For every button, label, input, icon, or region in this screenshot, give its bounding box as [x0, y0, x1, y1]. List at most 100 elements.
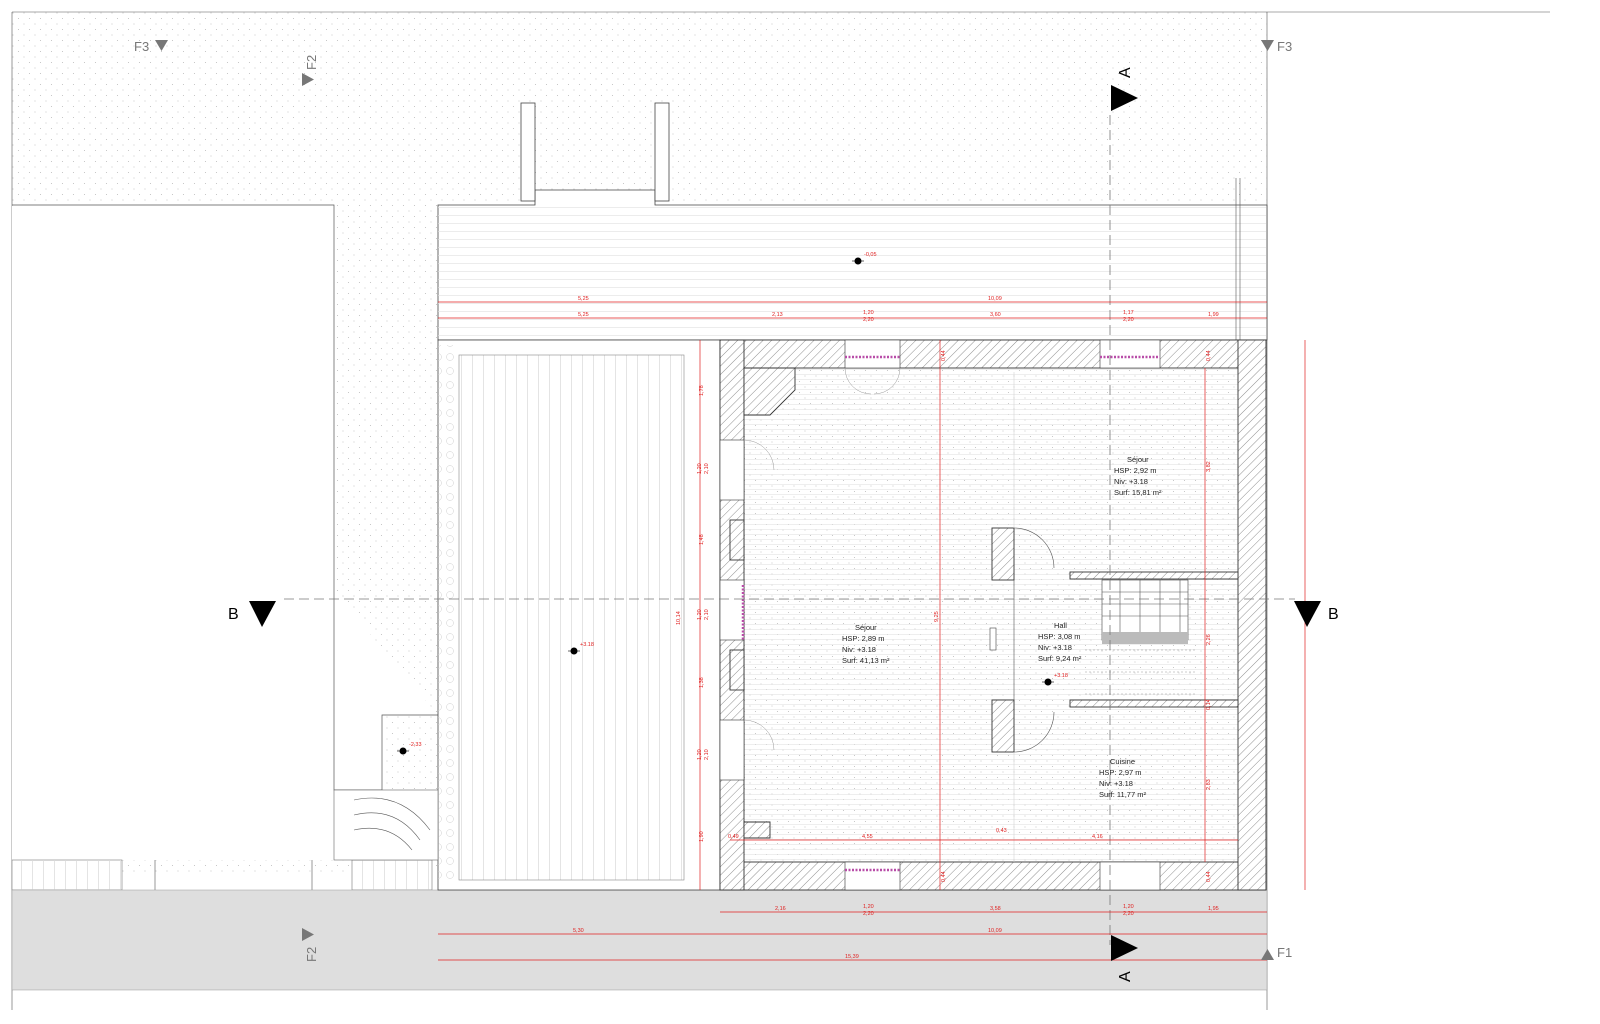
dim-bottom-r2: 5,30 — [573, 928, 584, 934]
section-arrow-icon — [1111, 85, 1138, 111]
room-name: Séjour — [1127, 455, 1149, 464]
triangle-up-icon — [1261, 949, 1274, 960]
room-hsp: HSP: 2,89 m — [842, 634, 885, 643]
room-surf: Surf: 41,13 m² — [842, 656, 890, 665]
dim-interior-bottom: 0,44 — [941, 871, 947, 882]
dim-interior-h: 0,43 — [996, 828, 1007, 834]
facade-marker-f2-bottom: F2 — [302, 928, 319, 962]
room-hsp: HSP: 2,92 m — [1114, 466, 1157, 475]
facade-marker-f2-top: F2 — [302, 55, 319, 86]
dim-left: 1,48 — [699, 534, 705, 545]
dim-left: 2,10 — [704, 463, 710, 474]
section-arrow-icon — [1111, 935, 1138, 961]
level-terrace-top: -0,05 — [864, 252, 877, 258]
room-cuisine: Cuisine HSP: 2,97 m Niv: +3.18 Surf: 11,… — [1099, 757, 1146, 799]
section-lines — [284, 115, 1295, 945]
dim-left: 1,78 — [699, 385, 705, 396]
dim-bottom-r1: 1,95 — [1208, 906, 1219, 912]
dim-top-r2: 2,13 — [772, 312, 783, 318]
section-marker-b-left: B — [228, 601, 276, 627]
triangle-down-icon — [1261, 40, 1274, 51]
dim-bottom-r2: 10,09 — [988, 928, 1002, 934]
dim-interior-h: 4,16 — [1092, 834, 1103, 840]
facade-marker-f3-left: F3 — [134, 39, 168, 54]
dim-left: 1,20 — [697, 749, 703, 760]
triangle-right-icon — [302, 73, 314, 86]
room-name: Cuisine — [1110, 757, 1135, 766]
triangle-down-icon — [155, 40, 168, 51]
dim-top-1: 5,25 — [578, 296, 589, 302]
facade-label: F3 — [1277, 39, 1292, 54]
facade-label: F1 — [1277, 945, 1292, 960]
dim-left: 1,38 — [699, 677, 705, 688]
dim-right: 2,83 — [1206, 779, 1212, 790]
room-surf: Surf: 9,24 m² — [1038, 654, 1082, 663]
dim-left: 1,90 — [699, 831, 705, 842]
room-hsp: HSP: 2,97 m — [1099, 768, 1142, 777]
section-label: B — [228, 606, 239, 623]
section-marker-a-bottom: A — [1111, 935, 1138, 982]
dim-bottom-total: 15,39 — [845, 954, 859, 960]
dim-top-r2: 2,20 — [1123, 317, 1134, 323]
room-niv: Niv: +3.18 — [1099, 779, 1133, 788]
dim-top-r2: 1,20 — [863, 310, 874, 316]
dim-left: 1,20 — [697, 463, 703, 474]
dim-right: 3,82 — [1206, 461, 1212, 472]
dimension-lines — [438, 301, 1306, 961]
level-markers: -0,05 +3.18 +3.18 -2,33 — [397, 252, 1068, 755]
dim-bottom-r1: 2,16 — [775, 906, 786, 912]
dim-top-2: 10,09 — [988, 296, 1002, 302]
section-label: A — [1117, 67, 1134, 78]
level-marker-icon — [852, 257, 864, 265]
section-marker-b-right: B — [1294, 601, 1339, 627]
room-sejour-main: Séjour HSP: 2,89 m Niv: +3.18 Surf: 41,1… — [842, 623, 890, 665]
facade-marker-f3-right: F3 — [1261, 39, 1292, 54]
level-marker-icon — [397, 747, 409, 755]
facade-label: F3 — [134, 39, 149, 54]
dim-bottom-r1: 1,20 — [863, 904, 874, 910]
dim-top-r2: 1,99 — [1208, 312, 1219, 318]
dim-bottom-r1: 2,20 — [1123, 911, 1134, 917]
level-hall: +3.18 — [1054, 673, 1068, 679]
dim-left: 2,10 — [704, 609, 710, 620]
dim-interior-h: 0,49 — [728, 834, 739, 840]
room-niv: Niv: +3.18 — [842, 645, 876, 654]
room-name: Séjour — [855, 623, 877, 632]
dim-bottom-r1: 3,58 — [990, 906, 1001, 912]
room-hall: Hall HSP: 3,08 m Niv: +3.18 Surf: 9,24 m… — [1038, 621, 1082, 663]
dim-top-r2: 5,25 — [578, 312, 589, 318]
dim-bottom-r1: 2,20 — [863, 911, 874, 917]
interior-walls — [989, 372, 1239, 862]
room-hsp: HSP: 3,08 m — [1038, 632, 1081, 641]
level-stair-bottom: -2,33 — [409, 742, 422, 748]
dim-bottom-r1: 1,20 — [1123, 904, 1134, 910]
facade-marker-f1: F1 — [1261, 945, 1292, 960]
dim-right: 0,44 — [1206, 871, 1212, 882]
dim-right: 2,26 — [1206, 634, 1212, 645]
dim-right: 0,44 — [1206, 350, 1212, 361]
street-strip — [11, 889, 1268, 991]
exterior-stair — [333, 789, 439, 861]
top-terrace — [437, 102, 1268, 341]
dim-interior-top: 0,44 — [941, 350, 947, 361]
door-swings — [743, 367, 1055, 753]
section-arrow-icon — [249, 601, 276, 627]
room-niv: Niv: +3.18 — [1114, 477, 1148, 486]
triangle-right-icon — [302, 928, 314, 941]
room-name: Hall — [1054, 621, 1067, 630]
dim-right: 0,14 — [1206, 699, 1212, 710]
dim-top-r2: 1,17 — [1123, 310, 1134, 316]
neighbour-building — [11, 204, 438, 891]
facade-label: F2 — [304, 947, 319, 962]
room-surf: Surf: 11,77 m² — [1099, 790, 1146, 799]
dimension-labels: 5,25 10,09 5,25 2,13 1,20 2,20 3,60 1,17… — [573, 296, 1219, 960]
dim-left: 1,20 — [697, 609, 703, 620]
dim-left: 2,10 — [704, 749, 710, 760]
level-marker-icon — [568, 647, 580, 655]
level-marker-icon — [1042, 678, 1054, 686]
interior-stair — [1085, 579, 1195, 695]
dim-top-r2: 2,20 — [863, 317, 874, 323]
section-label: A — [1117, 971, 1134, 982]
room-niv: Niv: +3.18 — [1038, 643, 1072, 652]
